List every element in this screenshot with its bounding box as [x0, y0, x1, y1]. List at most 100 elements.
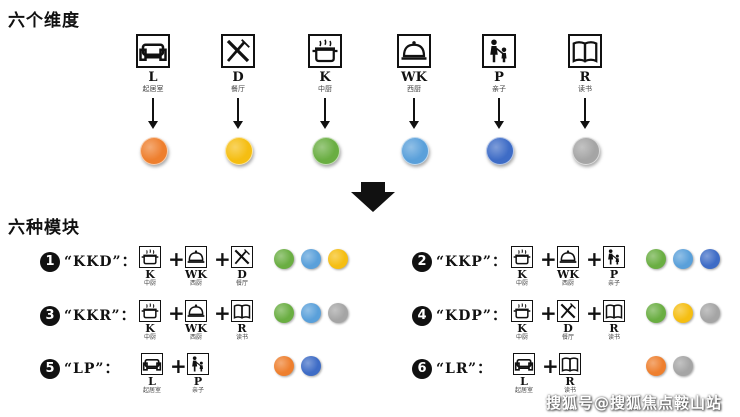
plus-icon: + [542, 354, 559, 378]
cloche-icon [185, 246, 207, 268]
book-icon [231, 300, 253, 322]
module-item-code: R [609, 322, 619, 335]
pot-icon [139, 300, 161, 322]
dimension-color-dot [401, 137, 429, 165]
module-number-badge: 1 [40, 252, 60, 272]
module-number-badge: 3 [40, 306, 60, 326]
plus-icon: + [214, 301, 231, 325]
module-item-code: WK [185, 322, 207, 335]
watermark: 搜狐号@搜狐焦点鞍山站 [545, 394, 722, 412]
arrow-head-icon [494, 121, 504, 129]
sofa-icon [141, 353, 163, 375]
plus-icon: + [586, 301, 603, 325]
module-color-dot [673, 249, 693, 269]
connector-line [152, 98, 154, 122]
module-color-dot [328, 249, 348, 269]
module-item-code: D [237, 268, 247, 281]
module-color-dot [673, 303, 693, 323]
dimension-sub-label: 起居室 [142, 85, 164, 93]
module-color-dot [700, 303, 720, 323]
module-item-sub-label: 中厨 [143, 280, 156, 287]
module-color-dot [646, 303, 666, 323]
pot-icon [511, 300, 533, 322]
connector-line [584, 98, 586, 122]
module-item-code: P [609, 268, 619, 281]
connector-line [324, 98, 326, 122]
module-item-code: K [517, 268, 527, 281]
plus-icon: + [540, 247, 557, 271]
module-item-sub-label: 中厨 [515, 334, 528, 341]
module-color-dot [301, 249, 321, 269]
module-item-code: D [563, 322, 573, 335]
module-item-sub-label: 亲子 [191, 387, 204, 394]
module-item-sub-label: 西厨 [189, 280, 202, 287]
module-item-sub-label: 餐厅 [561, 334, 574, 341]
module-item-sub-label: 中厨 [143, 334, 156, 341]
dimension-color-dot [140, 137, 168, 165]
dimension-code: L [148, 70, 158, 85]
module-item-code: WK [557, 268, 579, 281]
module-item-code: K [145, 322, 155, 335]
pot-icon [511, 246, 533, 268]
module-item-sub-label: 读书 [235, 334, 248, 341]
down-arrow-icon [351, 182, 395, 212]
module-item-code: K [517, 322, 527, 335]
dimension-sub-label: 西厨 [407, 85, 421, 93]
arrow-head-icon [409, 121, 419, 129]
plus-icon: + [168, 247, 185, 271]
module-number-badge: 2 [412, 252, 432, 272]
module-color-dot [274, 249, 294, 269]
dimension-sub-label: 中厨 [318, 85, 332, 93]
module-color-dot [328, 303, 348, 323]
connector-line [413, 98, 415, 122]
dimension-sub-label: 读书 [578, 85, 592, 93]
module-item-code: R [565, 375, 575, 388]
module-item-code: K [145, 268, 155, 281]
plus-icon: + [214, 247, 231, 271]
parent-child-icon [603, 246, 625, 268]
module-item-sub-label: 中厨 [515, 280, 528, 287]
modules-title: 六种模块 [8, 218, 80, 238]
module-label: “LR”： [436, 361, 493, 377]
module-color-dot [301, 356, 321, 376]
module-color-dot [301, 303, 321, 323]
module-item-sub-label: 西厨 [189, 334, 202, 341]
module-label: “LP”： [64, 361, 120, 377]
pot-icon [139, 246, 161, 268]
sofa-icon [136, 34, 170, 68]
module-item-code: P [193, 375, 203, 388]
arrow-head-icon [580, 121, 590, 129]
parent-child-icon [482, 34, 516, 68]
module-item-sub-label: 读书 [607, 334, 620, 341]
utensils-icon [557, 300, 579, 322]
module-color-dot [646, 249, 666, 269]
module-item-code: WK [185, 268, 207, 281]
cloche-icon [185, 300, 207, 322]
dimension-code: K [319, 70, 331, 85]
dimension-color-dot [572, 137, 600, 165]
dimension-code: WK [401, 70, 427, 85]
module-item-sub-label: 读书 [563, 387, 576, 394]
module-item-code: L [520, 375, 528, 388]
connector-line [237, 98, 239, 122]
plus-icon: + [540, 301, 557, 325]
arrow-head-icon [148, 121, 158, 129]
